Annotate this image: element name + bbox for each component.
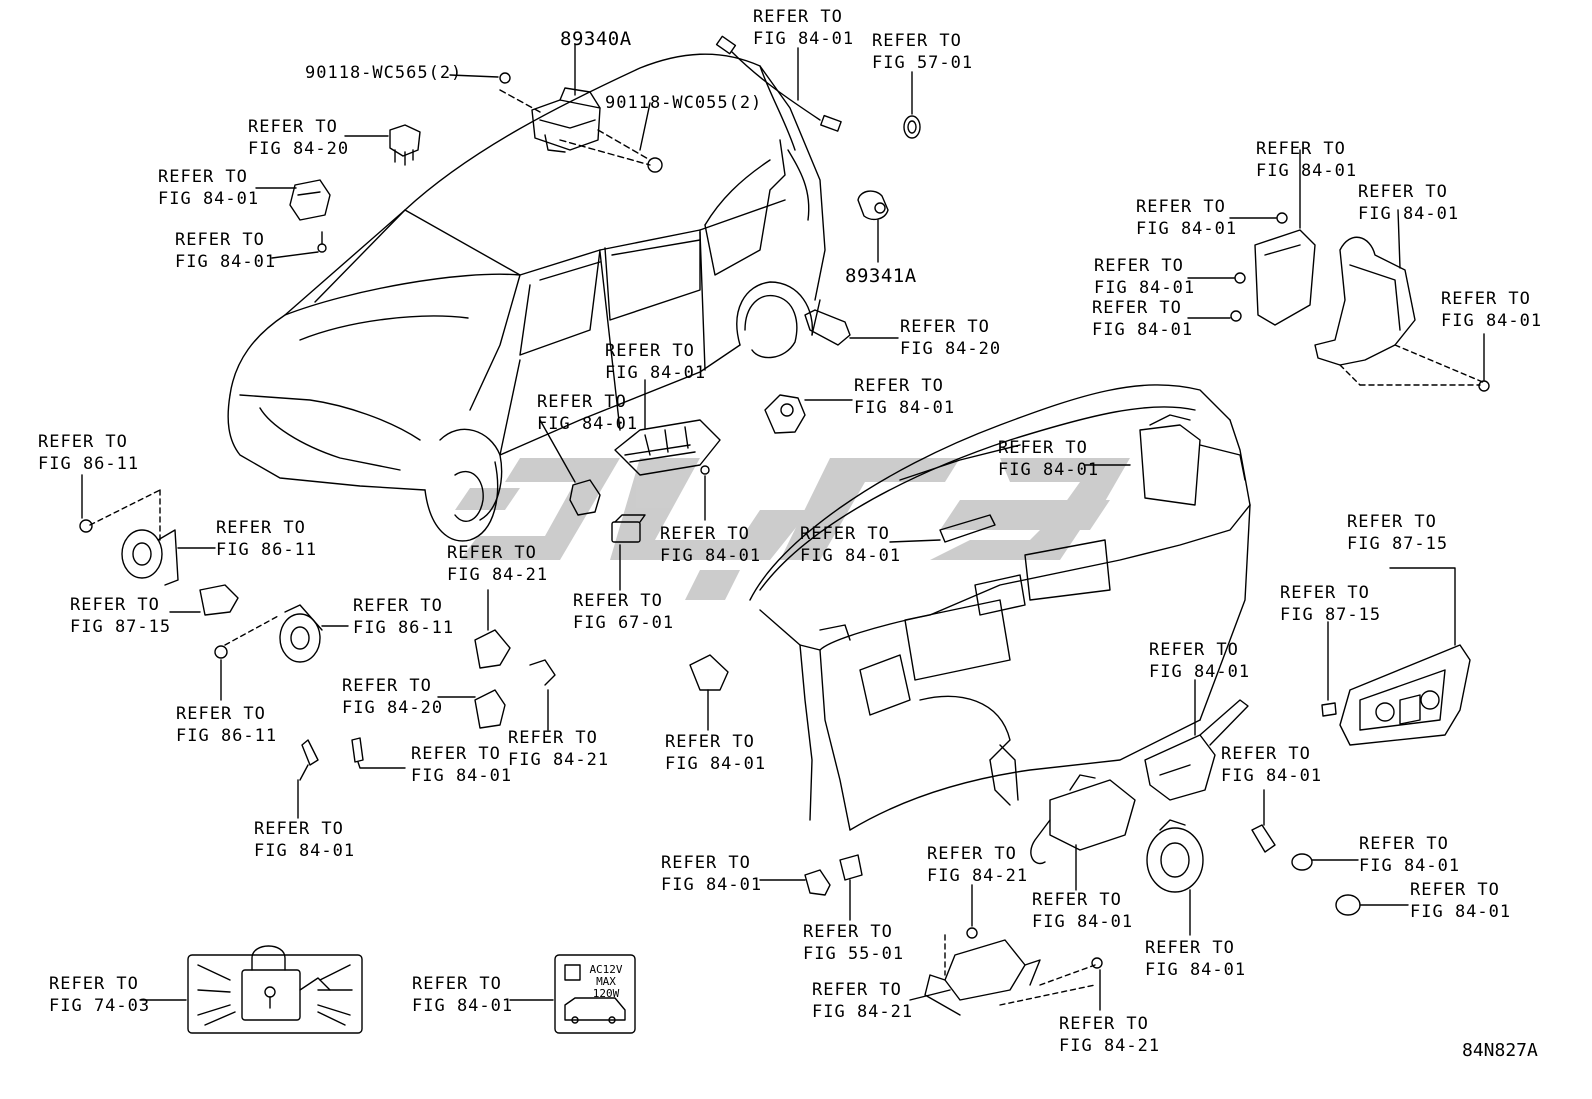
switch-67 [611, 514, 646, 591]
part-number-90118-wc055[interactable]: 90118-WC055(2) [605, 93, 763, 113]
bulbs [297, 737, 406, 819]
airbag-ecu [909, 884, 1103, 1016]
part-number-89341a[interactable]: 89341A [845, 265, 917, 287]
sensor-lower [437, 689, 506, 729]
sensor-mid-right [804, 309, 899, 346]
slim-switch [889, 514, 996, 543]
power-window-switch [614, 379, 721, 476]
spiral-cable [1146, 819, 1204, 936]
diagram-code: 84N827A [1462, 1040, 1538, 1061]
connector-mid [689, 654, 729, 731]
door-lock-warning-label [139, 945, 363, 1034]
sensor-89341a [857, 190, 889, 263]
combination-switch [1030, 679, 1249, 891]
car-outline [227, 53, 826, 542]
power-outlet-label [509, 954, 636, 1034]
climate-panel [1321, 567, 1471, 746]
grommet [903, 71, 921, 139]
part-number-90118-wc565[interactable]: 90118-WC565(2) [305, 63, 463, 83]
part-number-89340a[interactable]: 89340A [560, 28, 632, 50]
relay-top-left [344, 124, 421, 166]
bulb-socket [1251, 789, 1409, 916]
switch-small [539, 419, 601, 516]
outlet-rating-text: AC12V MAX 120W [589, 963, 623, 1000]
wire-harness [715, 35, 842, 132]
horns [79, 474, 349, 701]
airbag-sensor-center [474, 589, 556, 731]
switch-mid [764, 394, 853, 434]
ecu-bracket [1187, 149, 1490, 392]
module-89340a [449, 43, 663, 173]
instrument-panel [749, 384, 1251, 831]
switch-55 [759, 854, 863, 921]
bolt-center [700, 465, 710, 521]
switch-left-top [255, 179, 331, 259]
